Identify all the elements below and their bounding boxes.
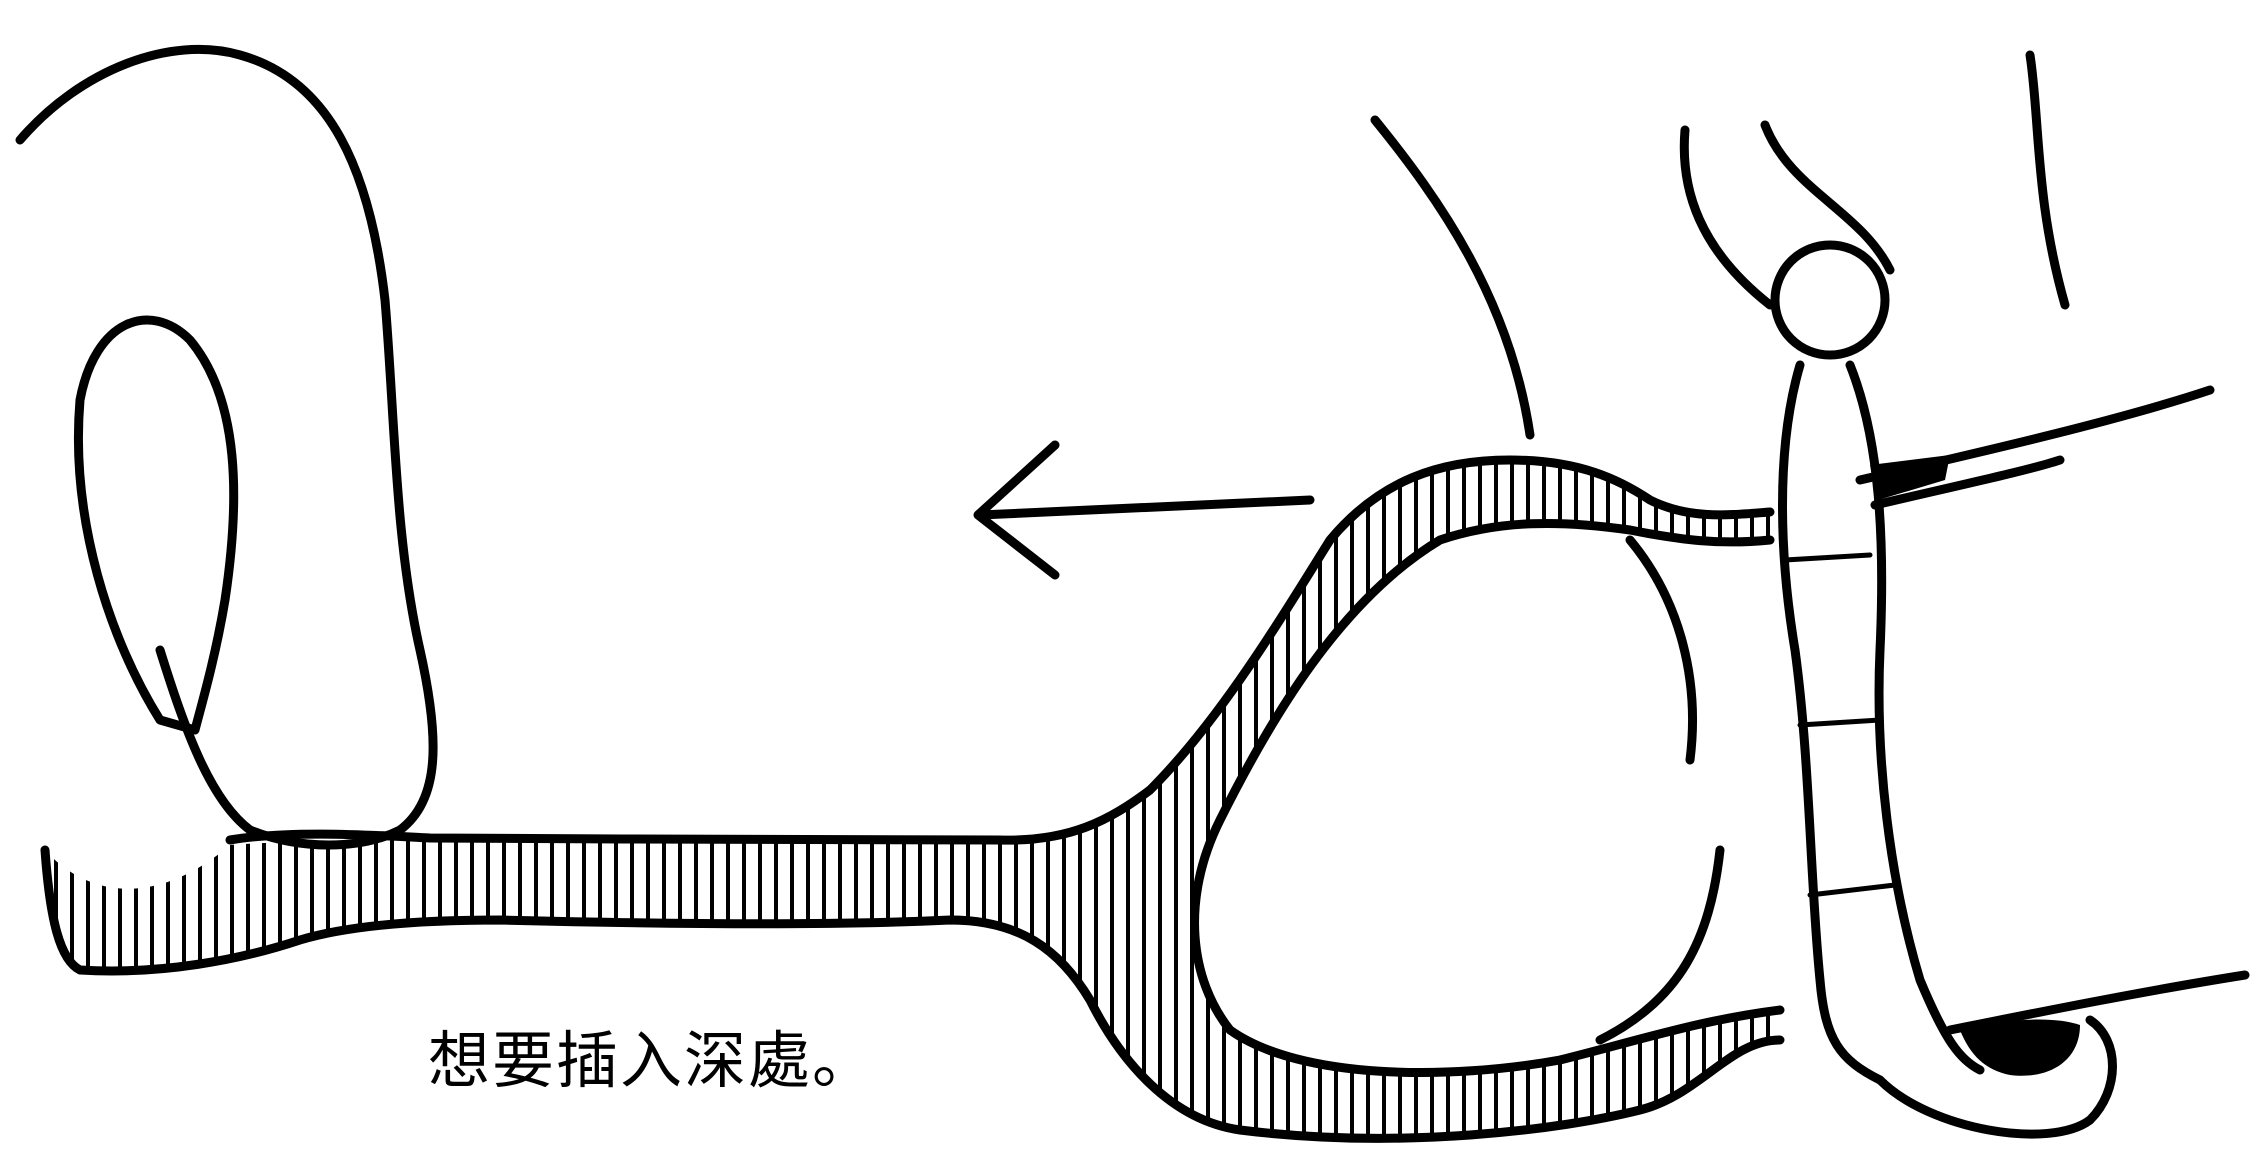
shaft-segment-1 [1782, 552, 1873, 563]
uterine-cavity [73, 315, 239, 735]
canal-wall-hatching [45, 460, 1780, 1139]
uterus-inner-line [155, 645, 255, 835]
caption-text: 想要插入深處。 [428, 1024, 877, 1097]
finger-stroke-left [1679, 125, 1775, 310]
finger-tip-circle [1770, 240, 1890, 360]
upper-strap-dark-wedge [1870, 455, 1950, 500]
upper-curve-stroke [1370, 115, 1535, 440]
lower-strap-line [1945, 970, 2250, 1035]
upper-strap-lower-line [1870, 455, 2065, 510]
lower-cup-dark-fill [1960, 1019, 2080, 1076]
uterus-outline [15, 44, 438, 850]
far-right-stroke [2025, 50, 2070, 310]
lower-cup [1875, 1015, 2117, 1139]
finger-stroke-right [1760, 120, 1895, 275]
canal-inner-boundary [1190, 518, 1785, 1077]
shaft-left-edge [1778, 360, 1885, 1085]
shaft-segment-2 [1797, 717, 1883, 728]
shaft-segment-3 [1807, 882, 1898, 898]
inserted-object-lower-arc [1595, 845, 1725, 1045]
inserted-object-lobe [1625, 535, 1697, 765]
direction-arrow-head [973, 440, 1060, 580]
direction-arrow-shaft [975, 495, 1315, 520]
